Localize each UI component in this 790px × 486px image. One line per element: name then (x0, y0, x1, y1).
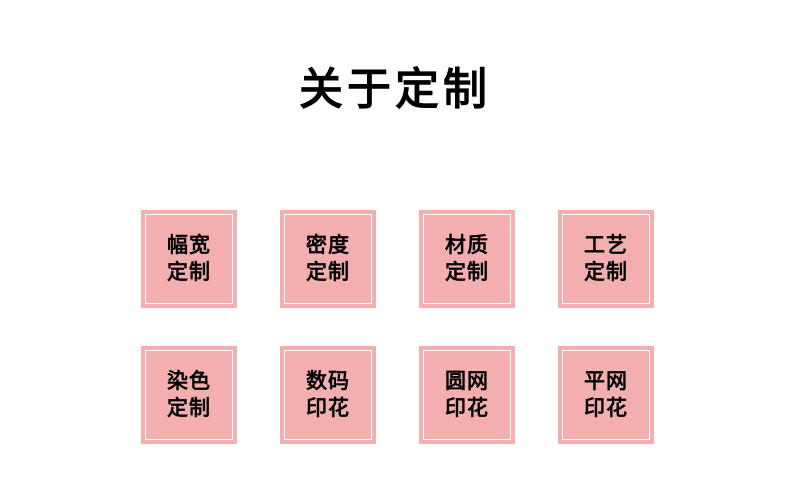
cell-label-line2: 定制 (306, 260, 350, 284)
cell-label-line1: 工艺 (584, 233, 628, 258)
grid-row-2: 染色 定制 数码 印花 圆网 印花 平网 印花 (141, 346, 671, 444)
cell-label-line2: 定制 (445, 260, 489, 284)
cell-inner: 染色 定制 (145, 350, 233, 440)
cell-label-line1: 平网 (584, 369, 628, 394)
cell-label-line1: 材质 (445, 233, 489, 258)
cell-label-line2: 定制 (584, 260, 628, 284)
cell-label-line2: 印花 (445, 396, 489, 420)
grid-cell-rotary-screen-printing[interactable]: 圆网 印花 (419, 346, 515, 444)
cell-label-line2: 定制 (167, 396, 211, 420)
grid-cell-digital-printing[interactable]: 数码 印花 (280, 346, 376, 444)
grid-cell-density-custom[interactable]: 密度 定制 (280, 210, 376, 308)
cell-label-line1: 密度 (306, 233, 350, 258)
grid-cell-process-custom[interactable]: 工艺 定制 (558, 210, 654, 308)
cell-label-line2: 定制 (167, 260, 211, 284)
grid-row-1: 幅宽 定制 密度 定制 材质 定制 工艺 定制 (141, 210, 671, 308)
cell-label-line1: 数码 (306, 369, 350, 394)
grid-cell-flat-screen-printing[interactable]: 平网 印花 (558, 346, 654, 444)
cell-inner: 工艺 定制 (562, 214, 650, 304)
cell-inner: 圆网 印花 (423, 350, 511, 440)
cell-label-line2: 印花 (584, 396, 628, 420)
grid-cell-width-custom[interactable]: 幅宽 定制 (141, 210, 237, 308)
cell-label-line2: 印花 (306, 396, 350, 420)
page-title: 关于定制 (299, 64, 491, 115)
cell-label-line1: 染色 (167, 369, 211, 394)
cell-inner: 幅宽 定制 (145, 214, 233, 304)
cell-inner: 数码 印花 (284, 350, 372, 440)
cell-inner: 平网 印花 (562, 350, 650, 440)
cell-label-line1: 圆网 (445, 369, 489, 394)
grid-cell-material-custom[interactable]: 材质 定制 (419, 210, 515, 308)
cell-inner: 材质 定制 (423, 214, 511, 304)
cell-inner: 密度 定制 (284, 214, 372, 304)
cell-label-line1: 幅宽 (167, 233, 211, 258)
customization-grid: 幅宽 定制 密度 定制 材质 定制 工艺 定制 (141, 210, 671, 444)
grid-cell-dyeing-custom[interactable]: 染色 定制 (141, 346, 237, 444)
